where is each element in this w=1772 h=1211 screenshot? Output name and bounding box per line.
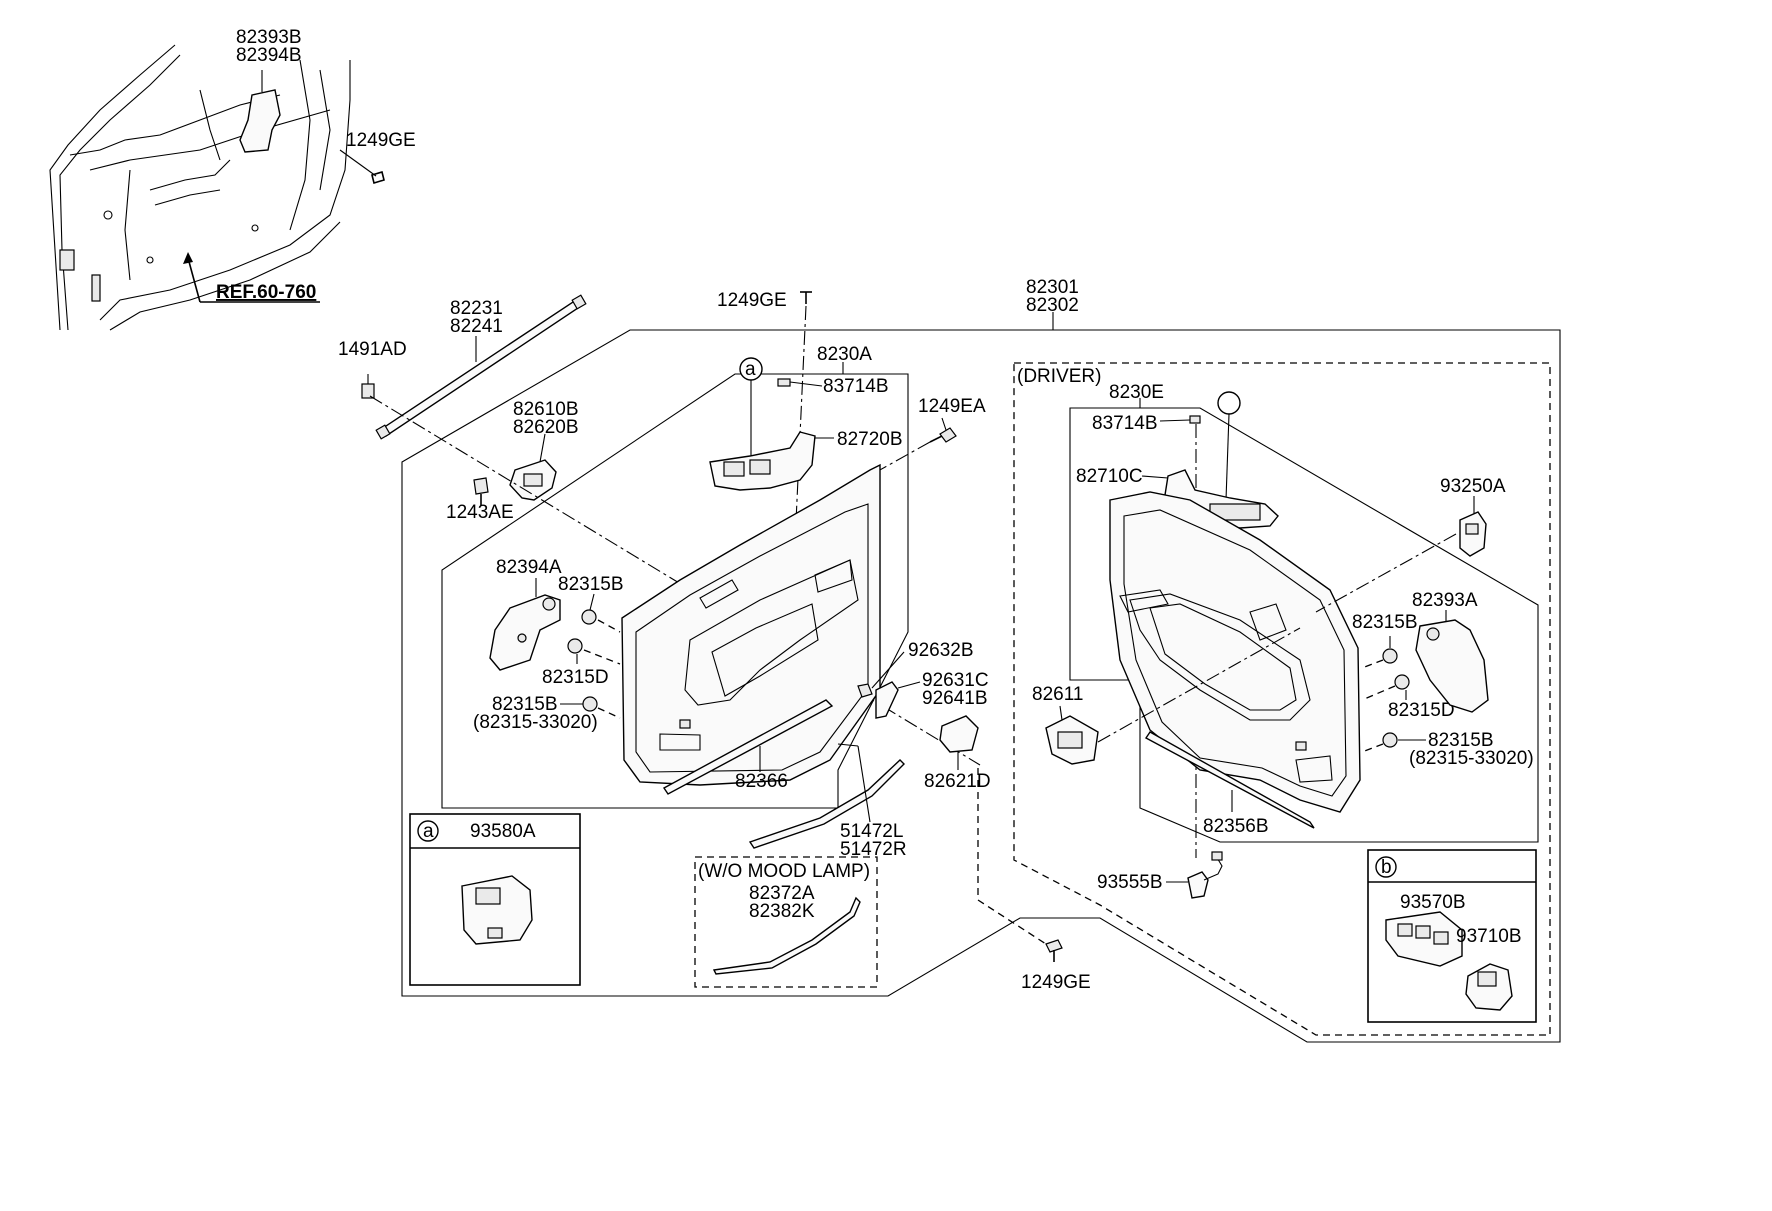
label-93710B: 93710B	[1456, 926, 1522, 947]
label-8230E: 8230E	[1109, 382, 1164, 403]
label-51472R: 51472R	[840, 839, 907, 860]
label-82393B: 82393B	[236, 27, 302, 48]
right-door-trim-parts	[1045, 391, 1489, 899]
label-93580A: 93580A	[470, 821, 536, 842]
legend-b-letter: b	[1381, 857, 1392, 878]
label-93250A: 93250A	[1440, 476, 1506, 497]
wo-mood-lamp-box	[694, 856, 878, 988]
label-1249EA: 1249EA	[918, 396, 986, 417]
label-82301: 82301	[1026, 277, 1079, 298]
label-82356B: 82356B	[1203, 816, 1269, 837]
label-93570B: 93570B	[1400, 892, 1466, 913]
label-driver: (DRIVER)	[1017, 366, 1101, 387]
screw-1249GE-bottom	[977, 768, 1063, 962]
label-82382K: 82382K	[749, 901, 815, 922]
label-93555B: 93555B	[1097, 872, 1163, 893]
label-92631C: 92631C	[922, 670, 989, 691]
label-82611: 82611	[1032, 684, 1083, 705]
label-1491AD: 1491AD	[338, 339, 407, 360]
label-82315-33020-right: (82315-33020)	[1409, 748, 1534, 769]
label-82315B-left-2: 82315B	[492, 694, 558, 715]
label-83714B-left: 83714B	[823, 376, 889, 397]
label-82610B: 82610B	[513, 399, 579, 420]
label-1249GE-top: 1249GE	[346, 130, 416, 151]
label-82315B-right-1: 82315B	[1352, 612, 1418, 633]
label-82393A: 82393A	[1412, 590, 1478, 611]
label-82315-33020-left: (82315-33020)	[473, 712, 598, 733]
legend-a-letter: a	[423, 821, 434, 842]
left-door-trim-panel	[489, 463, 979, 975]
label-1243AE: 1243AE	[446, 502, 514, 523]
label-82372A: 82372A	[749, 883, 815, 904]
label-82394B: 82394B	[236, 45, 302, 66]
label-51472L: 51472L	[840, 821, 903, 842]
ref-label: REF.60-760	[216, 282, 316, 303]
label-82315B-right-2: 82315B	[1428, 730, 1494, 751]
label-82710C: 82710C	[1076, 466, 1143, 487]
label-82315B-left-1: 82315B	[558, 574, 624, 595]
label-83714B-right: 83714B	[1092, 413, 1158, 434]
label-82241: 82241	[450, 316, 503, 337]
label-82231: 82231	[450, 298, 503, 319]
label-82302: 82302	[1026, 295, 1079, 316]
label-1249GE-mid: 1249GE	[717, 290, 787, 311]
label-82315D-right: 82315D	[1388, 700, 1455, 721]
legend-box-a	[409, 813, 581, 986]
label-92632B: 92632B	[908, 640, 974, 661]
label-8230A: 8230A	[817, 344, 872, 365]
legend-box-b	[1367, 849, 1537, 1023]
callout-a: a	[745, 359, 756, 380]
label-92641B: 92641B	[922, 688, 988, 709]
label-82720B: 82720B	[837, 429, 903, 450]
label-82366: 82366	[735, 771, 788, 792]
label-1249GE-bottom: 1249GE	[1021, 972, 1091, 993]
label-wo-mood-lamp: (W/O MOOD LAMP)	[698, 861, 870, 882]
door-frame-reference-drawing	[49, 44, 385, 331]
label-82315D-left: 82315D	[542, 667, 609, 688]
label-82620B: 82620B	[513, 417, 579, 438]
label-82621D: 82621D	[924, 771, 991, 792]
label-82394A: 82394A	[496, 557, 562, 578]
